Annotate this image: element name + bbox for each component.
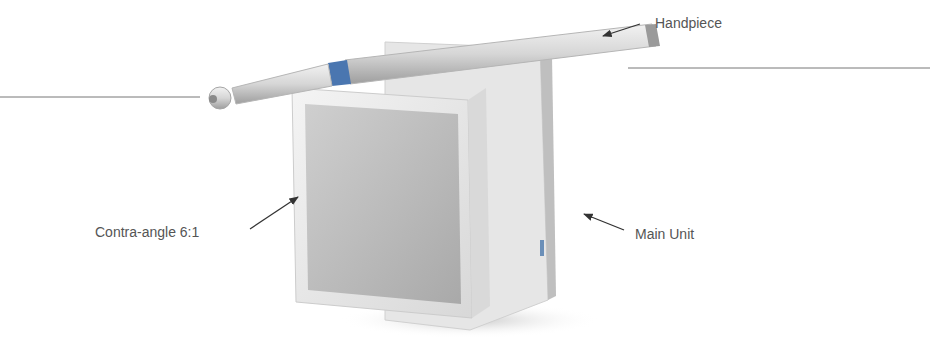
part-label: Main Unit <box>635 226 694 243</box>
contra-angle-shank <box>232 64 332 104</box>
rule-line <box>628 68 930 69</box>
contra-angle-head <box>209 87 231 109</box>
head-button <box>209 95 217 103</box>
main-unit-edge <box>468 88 490 318</box>
main-unit-frame <box>292 88 472 318</box>
rule-line <box>0 97 200 98</box>
part-label: Handpiece <box>655 15 722 32</box>
leader-arrow <box>584 214 624 230</box>
leader-arrow <box>250 197 298 229</box>
main-unit-screen <box>305 104 461 304</box>
leader-arrow <box>603 24 640 36</box>
handpiece-body <box>345 24 656 84</box>
status-light <box>540 240 544 256</box>
part-label: Contra-angle 6:1 <box>95 224 199 241</box>
main-unit-side <box>540 48 556 300</box>
